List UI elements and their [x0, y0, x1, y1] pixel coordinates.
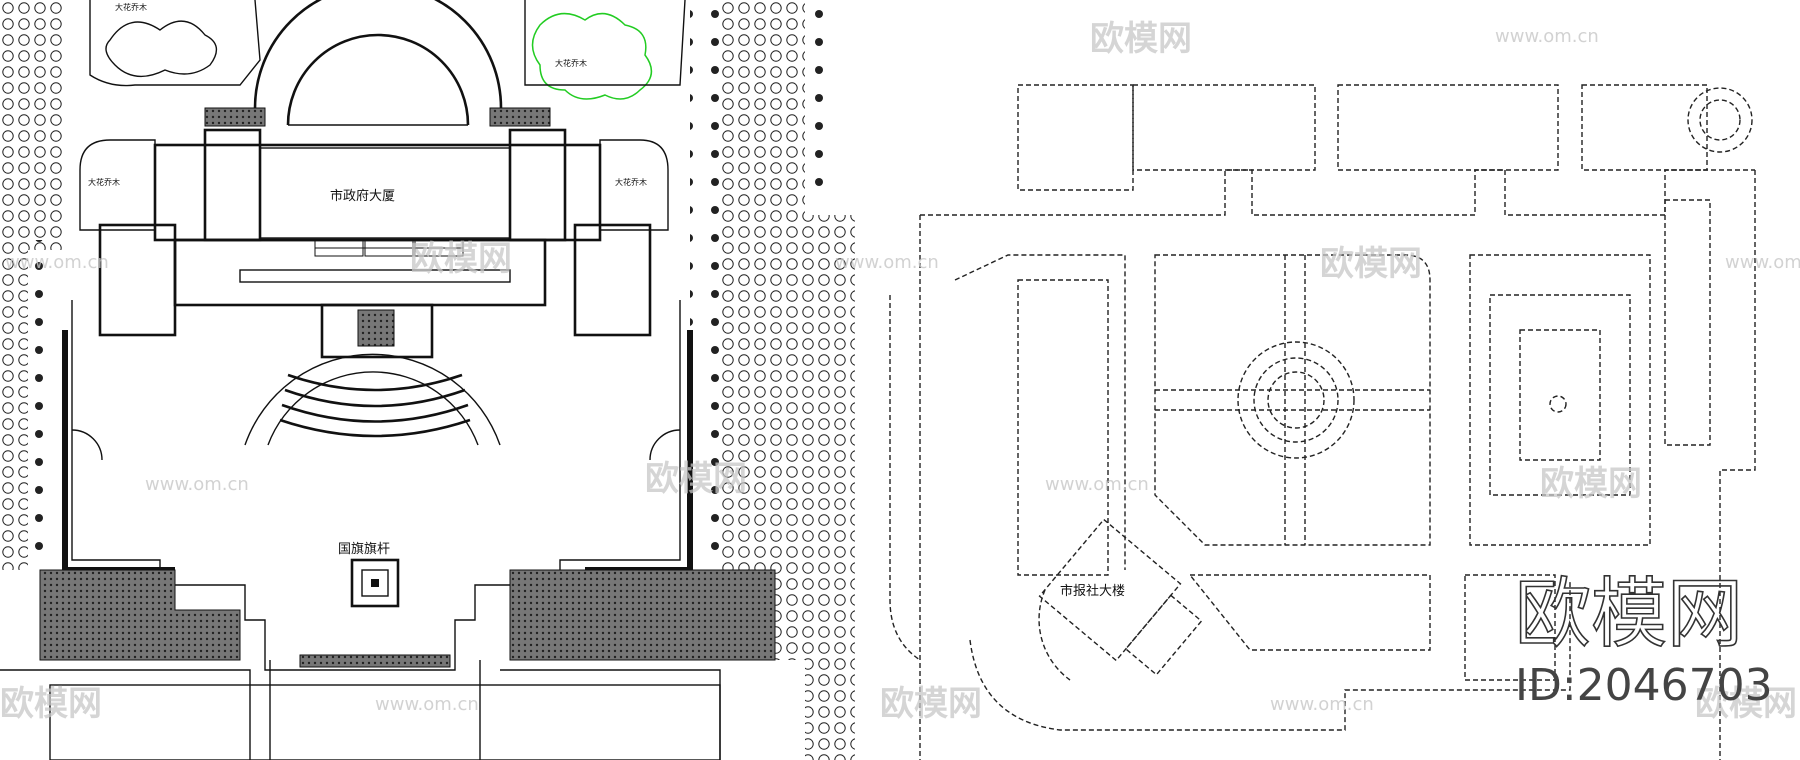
watermark-url: www.om.cn	[5, 252, 109, 273]
left-tall-block	[1017, 279, 1109, 576]
corner-roundabout-outer	[1687, 87, 1753, 153]
tree-belt-right-2	[805, 215, 855, 760]
road-outline-right	[1719, 170, 1756, 760]
stair-step-3	[281, 403, 469, 423]
watermark-url: www.om.cn	[835, 252, 939, 273]
road-crossing	[299, 654, 451, 668]
newspaper-lower-road	[969, 580, 1571, 731]
watermark-site: 欧模网	[1320, 244, 1422, 284]
dome-step-right	[489, 107, 551, 127]
side-arc-right	[649, 429, 681, 461]
lower-block-left	[0, 669, 251, 760]
right-block-marker	[1549, 395, 1567, 413]
top-building-2	[1132, 84, 1316, 171]
stair-step-1	[287, 373, 463, 392]
plaza-arc-inner	[267, 371, 479, 446]
newspaper-plaza-arc	[1038, 589, 1071, 681]
watermark-url: www.om.cn	[375, 694, 479, 715]
city-hall-label: 市政府大厦	[330, 188, 395, 204]
watermark-site: 欧模网	[0, 684, 102, 724]
watermark-url: www.om.cn	[145, 474, 249, 495]
watermark-site: 欧模网	[1540, 464, 1642, 504]
top-building-1	[1017, 84, 1134, 191]
watermark-site: 欧模网	[1090, 19, 1192, 59]
watermark-url: www.om.cn	[1725, 252, 1800, 273]
wing-right-upper	[508, 128, 567, 242]
right-strip-building	[1664, 199, 1711, 446]
road-outline-top	[920, 169, 1755, 216]
brand-logo-text: 欧模网	[1515, 569, 1743, 658]
garden-label-3: 大花乔木	[88, 177, 120, 187]
watermark-url: www.om.cn	[1045, 474, 1149, 495]
dome-inner	[286, 33, 470, 126]
wing-left-lower	[98, 223, 177, 337]
watermark-url: www.om.cn	[1495, 26, 1599, 47]
stair-step-4	[279, 418, 471, 438]
corner-roundabout-inner	[1699, 99, 1741, 141]
road-outline-left-inner	[889, 295, 921, 661]
city-hall-strip	[239, 269, 511, 283]
right-block-core	[1519, 329, 1601, 461]
watermark-site: 欧模网	[410, 239, 512, 279]
brand-block: 欧模网 ID:2046703	[1514, 568, 1773, 711]
plaza-frame-thick-right	[585, 330, 693, 573]
plaza-arc-outer	[244, 353, 501, 446]
dome-step-left	[204, 107, 266, 127]
tree-row-sparse-left	[28, 240, 56, 570]
flagpole-label: 国旗旗杆	[338, 541, 390, 557]
roundabout-outer	[1237, 341, 1355, 459]
left-site-plan: 市政府大厦 国旗旗杆 大花乔木 大花乔木 大花乔木 大花乔木	[0, 0, 855, 760]
flagpole-base-outer	[350, 558, 400, 608]
tree-belt-left-lower	[0, 250, 28, 570]
garden-scribble-left	[105, 20, 218, 78]
planter-left	[39, 569, 241, 661]
newspaper-building	[1038, 518, 1203, 676]
lower-block-right	[500, 669, 721, 760]
watermark-site: 欧模网	[1695, 684, 1797, 724]
garden-lobe-left	[79, 139, 156, 231]
central-plaza	[1154, 254, 1431, 546]
entrance-grid	[357, 309, 395, 347]
roundabout-inner	[1267, 371, 1325, 429]
flagpole-core	[371, 579, 379, 587]
watermark-site: 欧模网	[645, 459, 747, 499]
newspaper-building-label: 市报社大楼	[1060, 583, 1125, 599]
top-building-4	[1581, 84, 1708, 171]
window-grid-1	[314, 239, 464, 257]
roundabout-mid	[1253, 357, 1339, 443]
stair-step-2	[284, 388, 466, 408]
planter-right	[509, 569, 776, 661]
watermark-url: www.om.cn	[1270, 694, 1374, 715]
right-block-inner	[1489, 294, 1631, 496]
wing-left-upper	[203, 128, 262, 242]
garden-label-2: 大花乔木	[555, 58, 587, 68]
dome-outer	[253, 0, 503, 109]
garden-label-1: 大花乔木	[115, 2, 147, 12]
tree-belt-right	[720, 0, 805, 660]
lower-inner-block	[49, 684, 721, 760]
green-planting-bed	[531, 12, 653, 100]
lower-right-block	[1464, 574, 1556, 681]
lower-center-block	[1188, 574, 1431, 651]
wing-right-lower	[573, 223, 652, 337]
watermark-site: 欧模网	[880, 684, 982, 724]
garden-top-right	[524, 0, 686, 86]
tree-row-sparse-far	[808, 0, 834, 200]
garden-lobe-right	[599, 139, 669, 231]
side-arc-left	[71, 429, 103, 461]
entrance-portico	[320, 303, 434, 359]
right-site-plan: 市报社大楼	[889, 84, 1756, 760]
top-building-3	[1337, 84, 1559, 171]
plaza-frame-thick-left	[62, 330, 175, 573]
garden-label-4: 大花乔木	[615, 177, 647, 187]
left-road-block	[954, 254, 1126, 570]
flagpole-base-inner	[361, 569, 389, 597]
right-block-outer	[1469, 254, 1651, 546]
garden-top-left	[89, 0, 261, 87]
brand-id-text: ID:2046703	[1515, 660, 1773, 711]
tree-belt-left	[0, 0, 62, 250]
watermark-layer: 欧模网 www.om.cn 欧模网 欧模网 www.om.cn www.om.c…	[0, 19, 1800, 724]
tree-row-sparse-right	[690, 0, 720, 560]
